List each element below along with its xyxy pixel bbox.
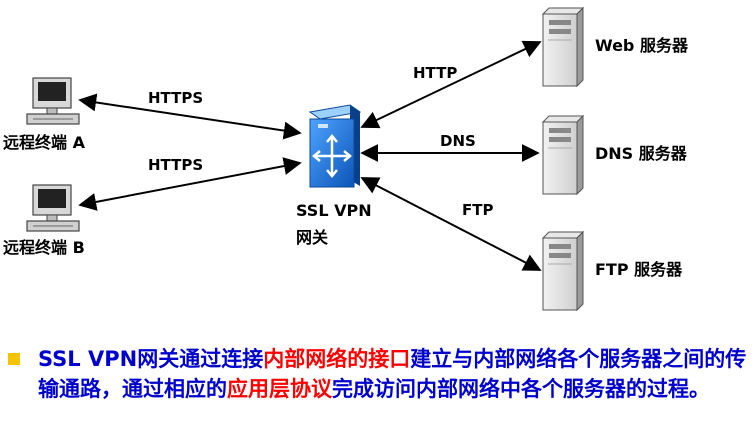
computer-icon-terminal-b [26, 184, 80, 232]
summary-part-2: 建立与内部网络各个服务器之间的传输通路，通过相应的 [38, 347, 747, 401]
gateway-label-line2: 网关 [296, 228, 328, 247]
link-terminal-a [78, 93, 302, 140]
gateway-label-line1: SSL VPN [296, 201, 372, 220]
web-server-label: Web 服务器 [595, 36, 689, 55]
dns-server-label: DNS 服务器 [595, 144, 688, 163]
link-label-dns: DNS [440, 132, 476, 150]
link-label-web: HTTP [413, 64, 457, 82]
link-terminal-b [78, 157, 302, 211]
summary-text: SSL VPN网关通过连接内部网络的接口建立与内部网络各个服务器之间的传输通路，… [38, 344, 753, 404]
network-diagram: HTTPS HTTPS HTTP DNS FTP 远程终端 A 远程终端 B S… [3, 6, 689, 312]
vpn-gateway-icon [308, 104, 362, 188]
link-label-ftp: FTP [462, 201, 493, 219]
terminal-a-label: 远程终端 A [3, 133, 86, 152]
bullet-marker [8, 353, 20, 365]
server-icon-web [541, 6, 585, 88]
summary-highlight-1: 内部网络的接口 [263, 347, 411, 371]
link-label-terminal-a: HTTPS [148, 89, 203, 107]
server-icon-dns [541, 114, 585, 196]
summary-highlight-2: 应用层协议 [227, 377, 332, 401]
link-ftp-server [360, 177, 542, 271]
link-label-terminal-b: HTTPS [148, 156, 203, 174]
server-icon-ftp [541, 230, 585, 312]
link-web-server [360, 40, 542, 129]
summary-part-1: SSL VPN网关通过连接 [38, 347, 264, 371]
summary-part-3: 完成访问内部网络中各个服务器的过程。 [332, 377, 710, 401]
ftp-server-label: FTP 服务器 [595, 260, 683, 279]
computer-icon-terminal-a [26, 77, 80, 125]
terminal-b-label: 远程终端 B [3, 238, 85, 257]
